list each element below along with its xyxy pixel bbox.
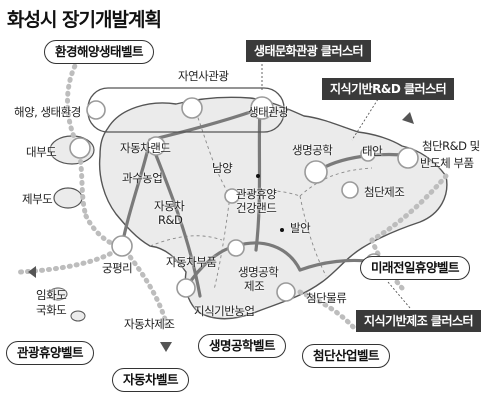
label-hitech-mfg: 첨단제조 bbox=[364, 185, 405, 199]
label-auto-rd-2: R&D bbox=[158, 213, 183, 227]
biotech-belt-label: 생명공학벨트 bbox=[198, 334, 287, 358]
location-dots bbox=[256, 174, 284, 232]
label-gukhwado: 국화도 bbox=[36, 303, 67, 317]
label-auto-land: 자동차랜드 bbox=[120, 141, 171, 155]
map-title: 화성시 장기개발계획 bbox=[7, 9, 162, 31]
label-marine-eco: 해양, 생태환경 bbox=[14, 105, 81, 119]
knowledge-mfg-cluster-label: 지식기반제조 클러스터 bbox=[356, 310, 482, 332]
leader-lines bbox=[261, 60, 411, 309]
future-belt-label: 미래전일휴양벨트 bbox=[360, 256, 471, 280]
label-hitech-rd: 첨단R&D 및 bbox=[422, 139, 480, 153]
label-eco-tourism: 생태관광 bbox=[248, 105, 289, 119]
belt-arrows bbox=[28, 112, 414, 352]
label-fruit-farming: 과수농업 bbox=[122, 171, 163, 185]
label-daebudo: 대부도 bbox=[26, 145, 57, 159]
eco-belt-label: 환경해양생태벨트 bbox=[44, 40, 155, 64]
island-gukhwado bbox=[70, 310, 86, 322]
label-imhwado: 임화도 bbox=[36, 288, 67, 302]
label-resort-1: 관광휴양 bbox=[236, 187, 277, 201]
label-auto-mfg: 자동차제조 bbox=[124, 317, 175, 331]
island-jebudo bbox=[53, 187, 83, 209]
label-auto-parts: 자동차부품 bbox=[166, 255, 217, 269]
island-imhwado bbox=[48, 287, 68, 301]
label-balan: 발안 bbox=[290, 221, 311, 235]
eco-culture-cluster-label: 생태문화관광 클러스터 bbox=[246, 40, 372, 62]
label-resort-2: 건강랜드 bbox=[236, 201, 277, 215]
label-taean: 태안 bbox=[362, 144, 383, 158]
label-biotech-mfg-2: 제조 bbox=[244, 279, 265, 293]
label-hitech-logistics: 첨단물류 bbox=[306, 291, 347, 305]
auto-belt-label: 자동차벨트 bbox=[112, 368, 190, 392]
label-biotech-mfg-1: 생명공학 bbox=[238, 265, 279, 279]
label-jebudo: 제부도 bbox=[22, 192, 53, 206]
hitech-belt-label: 첨단산업벨트 bbox=[302, 344, 391, 368]
land-outline bbox=[98, 96, 448, 320]
label-nature-tourism: 자연사관광 bbox=[178, 69, 229, 83]
tourism-belt-label: 관광휴양벨트 bbox=[6, 341, 95, 365]
label-knowledge-agri: 지식기반농업 bbox=[194, 304, 255, 318]
label-biotech: 생명공학 bbox=[292, 143, 333, 157]
label-semiconductor: 반도체 부품 bbox=[420, 156, 474, 170]
label-gungpyeong: 궁평리 bbox=[102, 261, 133, 275]
knowledge-rd-cluster-label: 지식기반R&D 클러스터 bbox=[322, 78, 455, 100]
label-namyang: 남양 bbox=[212, 161, 233, 175]
label-auto-rd-1: 자동차 bbox=[154, 199, 185, 213]
